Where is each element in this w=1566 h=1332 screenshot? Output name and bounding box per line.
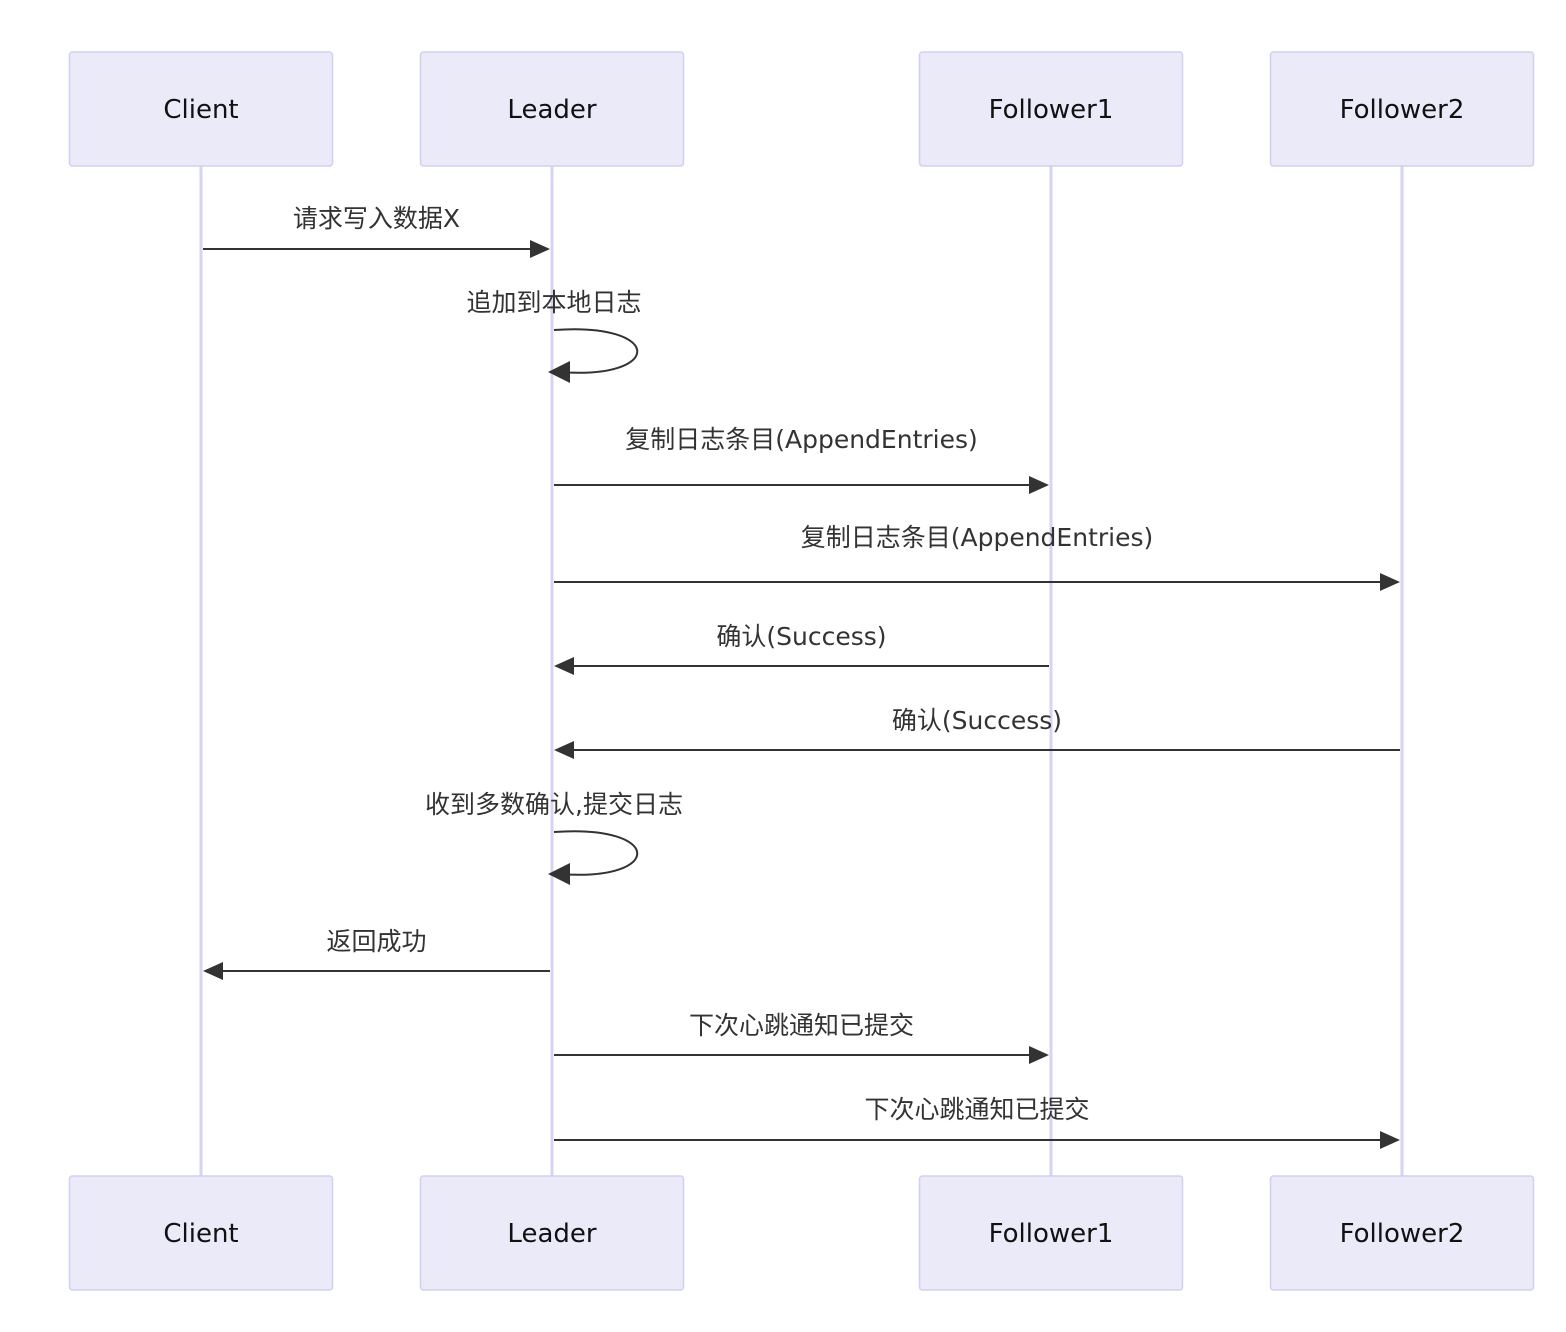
message-7: 收到多数确认,提交日志 xyxy=(425,790,683,885)
actor-top-follower2[interactable]: Follower2 xyxy=(1269,51,1535,167)
actor-label: Leader xyxy=(507,1219,596,1249)
arrowhead xyxy=(548,361,570,383)
arrowhead xyxy=(530,240,550,258)
message-label: 下次心跳通知已提交 xyxy=(864,1095,1089,1124)
message-label: 返回成功 xyxy=(326,927,426,956)
actor-label: Follower2 xyxy=(1340,1219,1465,1249)
message-label: 复制日志条目(AppendEntries) xyxy=(625,425,978,454)
message-label: 追加到本地日志 xyxy=(466,288,641,317)
arrowhead xyxy=(548,863,570,885)
self-loop-arrow xyxy=(553,830,639,876)
actor-box xyxy=(419,1175,685,1291)
actor-top-leader[interactable]: Leader xyxy=(419,51,685,167)
actor-box xyxy=(1269,51,1535,167)
message-label: 下次心跳通知已提交 xyxy=(689,1011,914,1040)
actor-label: Client xyxy=(163,95,238,125)
actor-bottom-client[interactable]: Client xyxy=(68,1175,334,1291)
actor-label: Follower1 xyxy=(989,95,1114,125)
actor-label: Client xyxy=(163,1219,238,1249)
message-9: 下次心跳通知已提交 xyxy=(554,1011,1049,1064)
message-label: 请求写入数据X xyxy=(293,204,460,233)
arrowhead xyxy=(1029,476,1049,494)
arrowhead xyxy=(1380,573,1400,591)
actor-label: Follower2 xyxy=(1340,95,1465,125)
actor-box xyxy=(918,51,1184,167)
message-3: 复制日志条目(AppendEntries) xyxy=(554,425,1049,494)
actor-box xyxy=(68,51,334,167)
arrowhead xyxy=(554,741,574,759)
actor-label: Follower1 xyxy=(989,1219,1114,1249)
message-label: 确认(Success) xyxy=(892,706,1062,735)
actor-box xyxy=(419,51,685,167)
actor-box xyxy=(1269,1175,1535,1291)
message-1: 请求写入数据X xyxy=(203,204,550,258)
self-loop-arrow xyxy=(553,328,639,374)
arrowhead xyxy=(1380,1131,1400,1149)
message-label: 确认(Success) xyxy=(716,622,886,651)
message-label: 收到多数确认,提交日志 xyxy=(425,790,683,819)
actor-box xyxy=(918,1175,1184,1291)
arrowhead xyxy=(203,962,223,980)
arrowhead xyxy=(554,657,574,675)
message-label: 复制日志条目(AppendEntries) xyxy=(801,523,1154,552)
actor-top-follower1[interactable]: Follower1 xyxy=(918,51,1184,167)
message-10: 下次心跳通知已提交 xyxy=(554,1095,1400,1149)
message-8: 返回成功 xyxy=(203,927,550,980)
actor-bottom-follower1[interactable]: Follower1 xyxy=(918,1175,1184,1291)
actor-label: Leader xyxy=(507,95,596,125)
actor-bottom-leader[interactable]: Leader xyxy=(419,1175,685,1291)
actor-box xyxy=(68,1175,334,1291)
message-5: 确认(Success) xyxy=(554,622,1049,675)
actor-bottom-follower2[interactable]: Follower2 xyxy=(1269,1175,1535,1291)
message-2: 追加到本地日志 xyxy=(466,288,642,383)
message-4: 复制日志条目(AppendEntries) xyxy=(554,523,1400,591)
actor-top-client[interactable]: Client xyxy=(68,51,334,167)
arrowhead xyxy=(1029,1046,1049,1064)
message-6: 确认(Success) xyxy=(554,706,1400,759)
